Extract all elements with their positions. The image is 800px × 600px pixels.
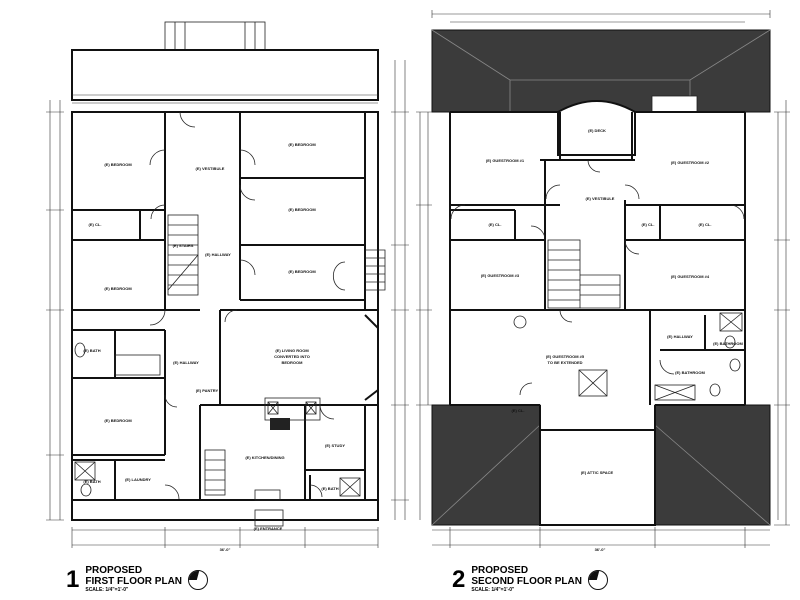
room-label: (E) BEDROOM bbox=[104, 162, 132, 167]
second-floor-stairs bbox=[547, 239, 621, 309]
room-label: (E) GUESTROOM #4 bbox=[671, 274, 710, 279]
room-label: (E) BATHROOM bbox=[675, 370, 705, 375]
front-porch bbox=[71, 49, 379, 101]
kitchen-sink-counter bbox=[264, 397, 321, 421]
room-label: (E) GUESTROOM #1 bbox=[486, 158, 525, 163]
bay-window bbox=[364, 314, 379, 401]
rear-landing bbox=[254, 509, 284, 527]
room-label: (E) HALLWAY bbox=[667, 334, 693, 339]
plan-number: 2 bbox=[452, 565, 466, 593]
plan-title-line2: SECOND FLOOR PLAN bbox=[471, 575, 582, 587]
exterior-walls bbox=[71, 111, 379, 521]
attic-hatch bbox=[578, 369, 608, 397]
plan-number: 1 bbox=[66, 565, 80, 593]
room-label: (E) GUESTROOM #3 bbox=[481, 273, 520, 278]
room-label: (E) BATHROOM bbox=[713, 341, 743, 346]
room-label: (E) LAUNDRY bbox=[125, 477, 151, 482]
room-label: TO BE EXTENDED bbox=[547, 360, 582, 365]
plan-title-line2: FIRST FLOOR PLAN bbox=[85, 575, 183, 587]
toilet bbox=[74, 342, 86, 358]
plan-title-line1: PROPOSED bbox=[471, 565, 529, 576]
overall-dimension: 36'-0" bbox=[595, 547, 606, 552]
plan-title-1: 1 PROPOSED FIRST FLOOR PLAN SCALE: 1/4"=… bbox=[66, 565, 209, 593]
room-label: (E) CL. bbox=[512, 408, 525, 413]
room-labels-2: (E) DECK (E) GUESTROOM #1 (E) GUESTROOM … bbox=[481, 128, 744, 475]
room-label: (E) CL. bbox=[699, 222, 712, 227]
room-label: (E) HALLWAY bbox=[205, 252, 231, 257]
room-label: (E) BEDROOM bbox=[104, 418, 132, 423]
toilet bbox=[724, 335, 736, 349]
room-label: (E) BATH bbox=[83, 479, 100, 484]
room-label: CONVERTED INTO bbox=[274, 354, 310, 359]
room-label: (E) VESTIBULE bbox=[586, 196, 615, 201]
north-arrow-icon bbox=[587, 569, 608, 590]
room-label: (E) VESTIBULE bbox=[196, 166, 225, 171]
interior-stairs bbox=[167, 214, 386, 496]
plan-title-line1: PROPOSED bbox=[85, 565, 143, 576]
room-label: (E) GUESTROOM #5 bbox=[546, 354, 585, 359]
room-label: (E) CL. bbox=[642, 222, 655, 227]
room-label: (E) HALLWAY bbox=[173, 360, 199, 365]
dimension-lines-2 bbox=[416, 10, 790, 548]
plan-title-2: 2 PROPOSED SECOND FLOOR PLAN SCALE: 1/4"… bbox=[452, 565, 608, 593]
room-label: (E) BEDROOM bbox=[104, 286, 132, 291]
kitchen-sink bbox=[254, 489, 281, 501]
room-label: (E) BEDROOM bbox=[288, 269, 316, 274]
front-stair bbox=[164, 21, 266, 51]
room-label: (E) STAIRS bbox=[173, 243, 194, 248]
roof-front bbox=[431, 29, 771, 113]
north-arrow-icon bbox=[188, 569, 209, 590]
stove bbox=[270, 418, 290, 430]
room-label: (E) CL. bbox=[89, 222, 102, 227]
room-labels-1: (E) BEDROOM (E) CL. (E) BEDROOM (E) VEST… bbox=[83, 142, 345, 531]
deck bbox=[557, 100, 636, 156]
room-label: (E) ATTIC SPACE bbox=[581, 470, 614, 475]
room-label: (E) DECK bbox=[588, 128, 606, 133]
roof-rear-right bbox=[654, 404, 771, 526]
room-label: (E) KITCHEN/DINING bbox=[245, 455, 284, 460]
roof-rear-left bbox=[431, 404, 541, 526]
first-floor-plan: 36'-0" (E) BEDROOM (E) CL. (E) BEDROOM (… bbox=[46, 21, 409, 552]
plan-scale: SCALE: 1/4"=1'-0" bbox=[85, 587, 129, 593]
dimension-lines-1 bbox=[46, 60, 409, 548]
room-label: (E) BATH bbox=[83, 348, 100, 353]
room-label: (E) CL. bbox=[489, 222, 502, 227]
room-label: (E) ENTRANCE bbox=[254, 526, 283, 531]
room-label: (E) GUESTROOM #2 bbox=[671, 160, 710, 165]
plan-scale: SCALE: 1/4"=1'-0" bbox=[471, 587, 515, 593]
room-label: (E) STUDY bbox=[325, 443, 345, 448]
second-floor-plan: 36'-0" (E) DECK (E) GUESTROOM #1 (E) GUE… bbox=[416, 10, 790, 552]
room-label: (E) BATH bbox=[321, 486, 338, 491]
bathtub bbox=[114, 354, 161, 376]
room-label: (E) BEDROOM bbox=[288, 207, 316, 212]
room-label: BEDROOM bbox=[282, 360, 304, 365]
overall-dimension: 36'-0" bbox=[220, 547, 231, 552]
room-label: (E) BEDROOM bbox=[288, 142, 316, 147]
room-label: (E) PANTRY bbox=[196, 388, 219, 393]
room-label: (E) LIVING ROOM bbox=[275, 348, 309, 353]
skylight-box bbox=[651, 95, 698, 113]
